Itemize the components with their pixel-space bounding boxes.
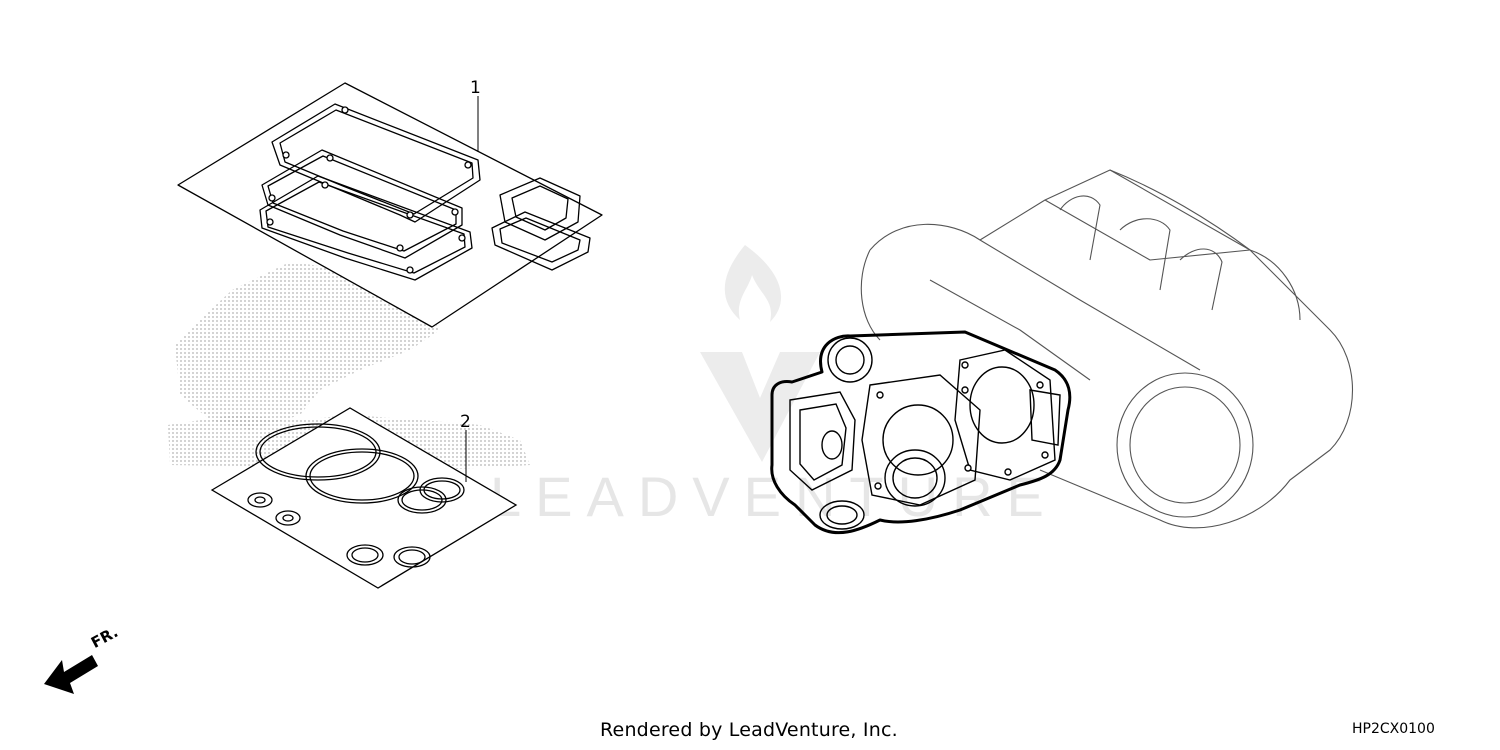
watermark-text: LEADVENTURE bbox=[490, 465, 1058, 528]
front-direction-arrow bbox=[44, 655, 98, 694]
callout-number-1: 1 bbox=[470, 78, 481, 98]
gasket-kit-1 bbox=[177, 82, 603, 328]
gasket-kit-2 bbox=[210, 407, 518, 589]
watermark-logo bbox=[700, 245, 820, 462]
engine-gasket-highlight bbox=[770, 330, 1072, 535]
engine-outline bbox=[860, 169, 1353, 529]
engine-gasket-detail bbox=[789, 337, 1061, 530]
callout-number-2: 2 bbox=[460, 412, 471, 432]
diagram-code: HP2CX0100 bbox=[1352, 721, 1435, 737]
footer-credit: Rendered by LeadVenture, Inc. bbox=[600, 719, 898, 741]
